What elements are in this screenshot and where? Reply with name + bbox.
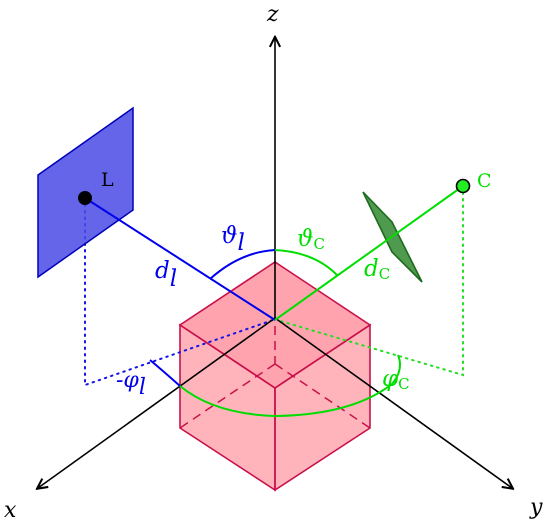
camera-azimuth-arc [179,354,401,418]
y-axis [274,317,512,488]
camera-point [455,178,471,194]
light-distance-label: dl [155,258,177,292]
light-point-label: L [101,169,114,191]
light-azimuth-label: -φl [116,368,146,400]
projection-lines [84,185,464,387]
camera-distance-label: dC [364,256,390,283]
camera-polar-label: ϑC [297,226,325,253]
light-projection [84,197,274,387]
x-axis-label: x [4,498,17,523]
camera-polar-arc [274,249,339,277]
y-axis-label: y [529,495,543,520]
camera-point-label: C [477,170,492,192]
light-azimuth-arc [149,359,181,387]
camera-ray [274,185,464,321]
cube-right-face [274,323,371,492]
light-polar-arc [209,249,276,280]
cube-hidden-edges [179,326,371,429]
light-polar-label: ϑl [221,223,245,256]
camera-projection [276,185,464,377]
axes [38,38,512,488]
light-ray [84,197,276,321]
x-axis [38,317,276,488]
camera-azimuth-label: φC [382,366,410,393]
cube [178,261,372,492]
z-axis-label: z [266,2,279,27]
light-point [78,191,92,205]
